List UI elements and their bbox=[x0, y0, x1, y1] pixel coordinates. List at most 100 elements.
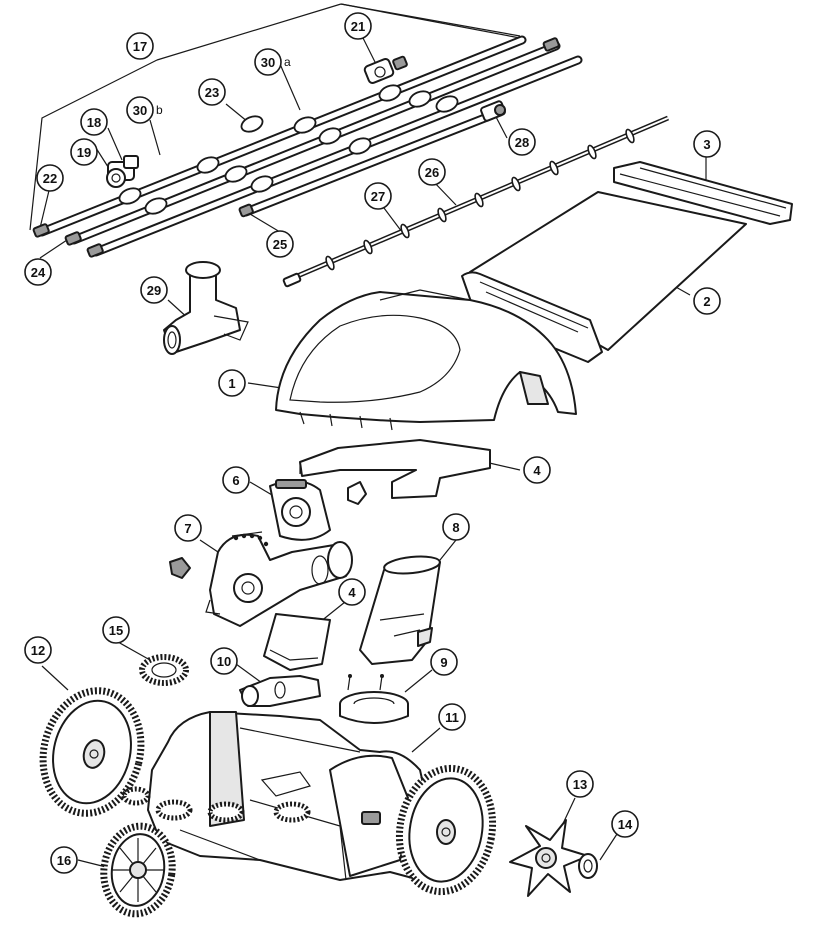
callout-number: 7 bbox=[184, 521, 191, 536]
gear-15 bbox=[139, 654, 189, 686]
callout-number: 13 bbox=[573, 777, 587, 792]
callout-circle bbox=[198, 78, 226, 106]
plate-4 bbox=[299, 439, 491, 499]
callout-circle bbox=[344, 12, 372, 40]
callout-c27: 27 bbox=[364, 182, 392, 210]
callout-c16: 16 bbox=[50, 846, 78, 874]
gear-housing-6 bbox=[269, 479, 367, 541]
callout-circle bbox=[418, 158, 446, 186]
motor-7 bbox=[169, 531, 353, 627]
callout-c25: 25 bbox=[266, 230, 294, 258]
chassis-11 bbox=[121, 711, 441, 881]
callout-circle bbox=[174, 514, 202, 542]
callout-circle bbox=[523, 456, 551, 484]
callout-circle bbox=[442, 513, 470, 541]
callout-number: 12 bbox=[31, 643, 45, 658]
callout-c21: 21 bbox=[344, 12, 372, 40]
callout-c4b: 4 bbox=[338, 578, 366, 606]
collar-9 bbox=[339, 674, 409, 724]
callout-c2: 2 bbox=[693, 287, 721, 315]
callout-circle bbox=[126, 96, 154, 124]
callout-c24: 24 bbox=[24, 258, 52, 286]
callout-c23: 23 bbox=[198, 78, 226, 106]
nozzle-8 bbox=[359, 555, 441, 665]
callout-number: 10 bbox=[217, 654, 231, 669]
callout-number: 8 bbox=[452, 520, 459, 535]
callout-number: 27 bbox=[371, 189, 385, 204]
hose-assembly bbox=[32, 35, 583, 258]
callout-number: 3 bbox=[703, 137, 710, 152]
hub-13 bbox=[509, 819, 589, 897]
callout-number: 28 bbox=[515, 135, 529, 150]
callout-number: 21 bbox=[351, 19, 365, 34]
callout-number: 15 bbox=[109, 623, 123, 638]
weight-bar-3 bbox=[613, 161, 793, 225]
wheel-right bbox=[395, 764, 497, 896]
callout-circle bbox=[140, 276, 168, 304]
callout-c28: 28 bbox=[508, 128, 536, 156]
callout-circle bbox=[210, 647, 238, 675]
callout-c10: 10 bbox=[210, 647, 238, 675]
callout-number: 29 bbox=[147, 283, 161, 298]
callout-number: 17 bbox=[133, 39, 147, 54]
callout-c11: 11 bbox=[438, 703, 466, 731]
callout-c7: 7 bbox=[174, 514, 202, 542]
callout-circle bbox=[693, 130, 721, 158]
callout-circle bbox=[430, 648, 458, 676]
callout-circle bbox=[364, 182, 392, 210]
cap-14 bbox=[578, 853, 598, 879]
callout-c6: 6 bbox=[222, 466, 250, 494]
callout-circle bbox=[36, 164, 64, 192]
callout-number: 22 bbox=[43, 171, 57, 186]
callout-c12: 12 bbox=[24, 636, 52, 664]
callout-number: 4 bbox=[533, 463, 541, 478]
callout-circle bbox=[24, 258, 52, 286]
wheel-16 bbox=[100, 822, 176, 918]
callout-c4a: 4 bbox=[523, 456, 551, 484]
top-cover-1 bbox=[275, 289, 577, 431]
callout-circle bbox=[254, 48, 282, 76]
callout-number: 24 bbox=[31, 265, 46, 280]
callout-circle bbox=[50, 846, 78, 874]
callout-number: 1 bbox=[228, 376, 235, 391]
callout-circle bbox=[693, 287, 721, 315]
callout-number: 30 bbox=[261, 55, 275, 70]
callout-number: 6 bbox=[232, 473, 239, 488]
callout-circle bbox=[508, 128, 536, 156]
callout-c29: 29 bbox=[140, 276, 168, 304]
callout-circle bbox=[24, 636, 52, 664]
callout-number: 16 bbox=[57, 853, 71, 868]
callout-number: 26 bbox=[425, 165, 439, 180]
debris-bag-2 bbox=[461, 191, 747, 363]
callout-number: 19 bbox=[77, 145, 91, 160]
callout-number: 4 bbox=[348, 585, 356, 600]
callout-circle bbox=[126, 32, 154, 60]
callout-number: 25 bbox=[273, 237, 287, 252]
regulator-29 bbox=[163, 261, 249, 355]
callout-suffix: a bbox=[284, 55, 291, 69]
callout-c26: 26 bbox=[418, 158, 446, 186]
callout-number: 11 bbox=[445, 710, 459, 725]
wheel-12 bbox=[39, 687, 145, 817]
callout-number: 23 bbox=[205, 85, 219, 100]
shaft-26 bbox=[282, 115, 669, 288]
callout-circle bbox=[218, 369, 246, 397]
callout-c1: 1 bbox=[218, 369, 246, 397]
callout-number: 2 bbox=[703, 294, 710, 309]
callout-circle bbox=[566, 770, 594, 798]
callout-circle bbox=[222, 466, 250, 494]
callout-c17: 17 bbox=[126, 32, 154, 60]
callout-c30a: 30 a bbox=[254, 48, 291, 76]
callout-c14: 14 bbox=[611, 810, 639, 838]
callout-number: 30 bbox=[133, 103, 147, 118]
callout-number: 14 bbox=[618, 817, 633, 832]
callout-c8: 8 bbox=[442, 513, 470, 541]
callout-c19: 19 bbox=[70, 138, 98, 166]
callout-c3: 3 bbox=[693, 130, 721, 158]
callout-c13: 13 bbox=[566, 770, 594, 798]
callout-number: 18 bbox=[87, 115, 101, 130]
callout-circle bbox=[338, 578, 366, 606]
